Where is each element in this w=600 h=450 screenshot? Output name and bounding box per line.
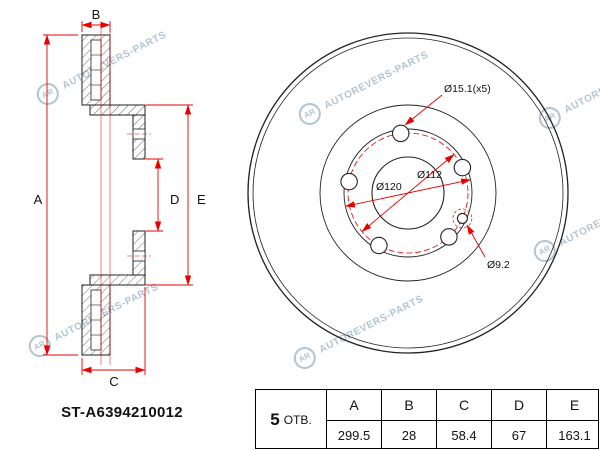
dim-label-a: A (34, 192, 43, 207)
small-hole (456, 212, 468, 224)
front-view: Ø15.1(x5) Ø112 Ø120 Ø9.2 (247, 32, 569, 354)
bolt-hole (370, 236, 388, 255)
table-header-cell: E (546, 390, 598, 420)
part-number: ST-A6394210012 (61, 404, 183, 421)
table-value-cell: 58.4 (436, 420, 491, 448)
hub-diameter-line (344, 178, 472, 208)
hub-diameter-label: Ø120 (376, 181, 402, 193)
dim-label-b: B (92, 8, 101, 22)
table-header-cell: B (381, 390, 436, 420)
bolt-hole (340, 172, 358, 191)
hat-wall-bottom (89, 274, 146, 286)
bolt-hole-diameter-label: Ø15.1(x5) (444, 83, 491, 95)
rotor-section-outline (81, 34, 146, 356)
small-hole-diameter-label: Ø9.2 (487, 259, 510, 271)
table-value-cell: 299.5 (326, 420, 381, 448)
small-hole-leader (466, 224, 486, 258)
holes-count-cell: 5 ОТВ. (256, 390, 326, 448)
dim-label-e: E (197, 192, 206, 207)
dim-label-c: C (109, 374, 118, 389)
table-header-cell: A (326, 390, 381, 420)
small-hole-highlight (452, 208, 473, 229)
spec-table: 5 ОТВ. A B C D E 299.5 28 58.4 67 163.1 (255, 389, 599, 449)
table-header-cell: C (436, 390, 491, 420)
dim-label-d: D (170, 192, 179, 207)
bolt-hole-leader (404, 94, 443, 126)
outer-edge-circle (252, 37, 564, 349)
pcd-diameter-label: Ø112 (417, 169, 442, 181)
dimension-lines (43, 21, 193, 375)
bolt-hole (453, 158, 472, 177)
bolt-hole (440, 228, 458, 246)
holes-count: 5 (270, 410, 280, 429)
table-value-cell: 28 (381, 420, 436, 448)
table-header-cell: D (491, 390, 546, 420)
table-value-cell: 67 (491, 420, 546, 448)
bolt-hole (391, 124, 410, 143)
outer-diameter-circle (247, 32, 569, 354)
front-dimension-lines (344, 94, 486, 258)
hat-wall-top (89, 104, 146, 116)
holes-unit: ОТВ. (283, 413, 312, 427)
table-value-cell: 163.1 (546, 420, 598, 448)
section-view: A B C D E (34, 8, 206, 389)
hat-edge-circle (319, 104, 497, 282)
